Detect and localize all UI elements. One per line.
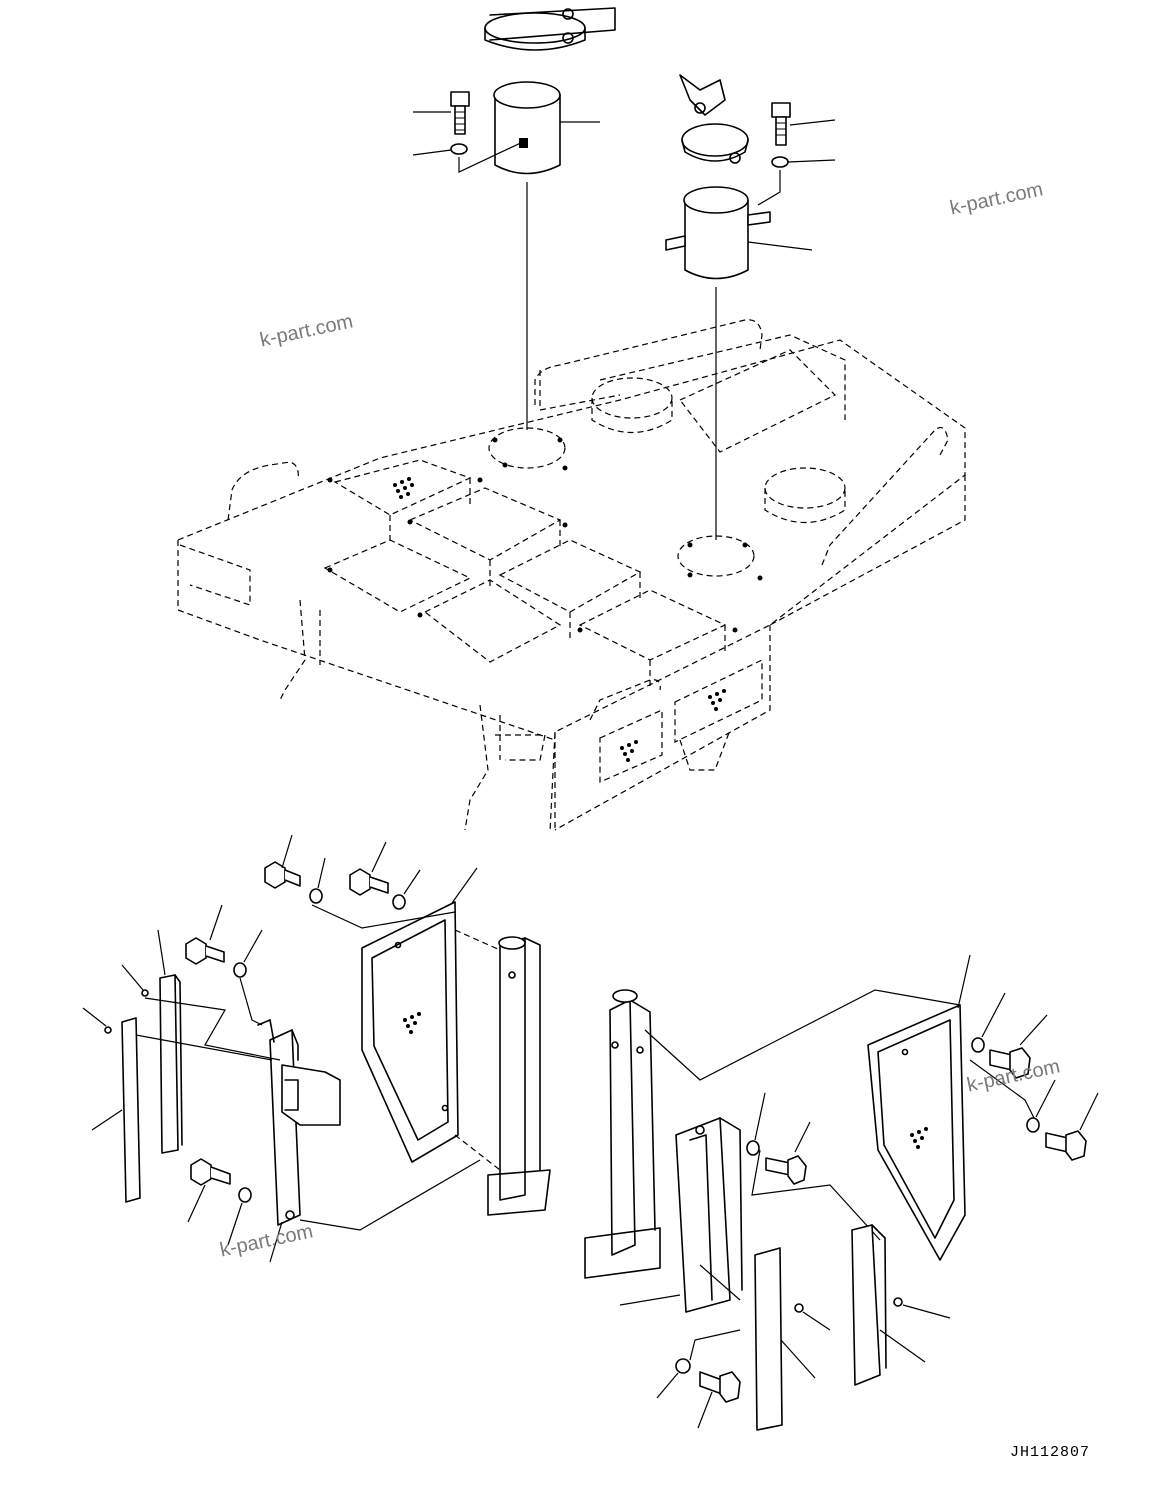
drawing-code: JH112807 <box>1010 1444 1091 1461</box>
bolt-lower-5 <box>765 1155 807 1185</box>
grille-panel-right <box>910 1127 928 1149</box>
top-clamp-left <box>484 7 616 51</box>
bolt-lower-4 <box>190 1158 231 1186</box>
engine-cover-frame <box>177 319 966 833</box>
washer-lower-8 <box>675 1358 691 1374</box>
washer-top-left <box>450 143 468 155</box>
grille-side-right <box>708 689 726 711</box>
bracket-left <box>257 1019 341 1226</box>
seal-strip-right-1 <box>754 1247 783 1431</box>
bolt-lower-3 <box>185 937 225 965</box>
support-post-right <box>584 989 661 1279</box>
fastener-left-1 <box>141 989 149 997</box>
bolt-lower-2 <box>349 868 389 896</box>
bracket-right <box>675 1117 743 1313</box>
side-panel-right <box>867 1004 966 1261</box>
washer-lower-6 <box>971 1037 985 1053</box>
bolt-top-right <box>771 102 791 146</box>
seal-strip-left-inner <box>159 974 183 1154</box>
muffler-left <box>493 81 561 175</box>
muffler-right <box>665 186 771 280</box>
washer-lower-2 <box>392 894 406 910</box>
washer-lower-1 <box>309 888 323 904</box>
washer-top-right <box>771 156 789 168</box>
bolt-lower-7 <box>1045 1130 1087 1161</box>
washer-lower-3 <box>233 962 247 978</box>
fastener-left-2 <box>104 1026 112 1034</box>
washer-lower-5 <box>746 1140 760 1156</box>
side-panel-left <box>361 901 459 1163</box>
grille-side-left <box>620 740 638 762</box>
washer-lower-4 <box>238 1187 252 1203</box>
grille-top <box>393 477 414 499</box>
bolt-top-left <box>450 91 470 135</box>
seal-strip-left-outer <box>121 1017 141 1203</box>
fastener-right-2 <box>893 1297 903 1307</box>
seal-strip-right-2 <box>851 1224 887 1386</box>
frame-bolt-holes <box>327 437 763 633</box>
grille-panel-left <box>403 1012 421 1034</box>
top-clamp-right <box>679 74 749 164</box>
support-post-left <box>454 929 551 1216</box>
bolt-lower-1 <box>264 861 301 889</box>
bolt-lower-6 <box>989 1047 1031 1079</box>
washer-lower-7 <box>1026 1117 1040 1133</box>
fastener-right-1 <box>794 1303 804 1313</box>
bolt-lower-8 <box>699 1371 741 1403</box>
